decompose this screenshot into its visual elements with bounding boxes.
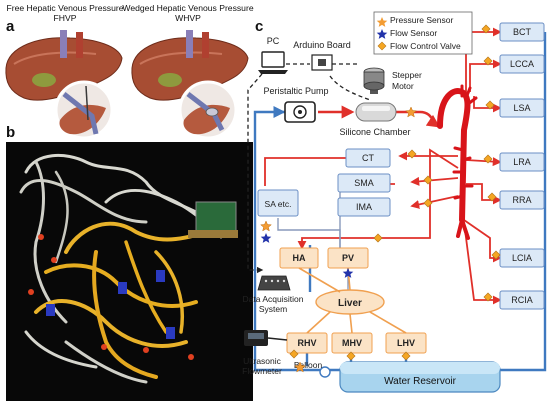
panel-label-b: b (6, 124, 16, 141)
whvp-liver-illustration (131, 30, 249, 140)
box-ima (337, 197, 391, 217)
pc-label: PC (267, 36, 280, 46)
arduino-label: Arduino Board (293, 40, 351, 50)
box-bct (499, 22, 545, 42)
stepper-label: Stepper (392, 70, 422, 80)
legend-flow-label: Flow Sensor (390, 28, 437, 38)
valve-lhv (401, 351, 411, 361)
circuit-photo-drawing (19, 153, 238, 384)
label-ct: CT (362, 153, 374, 163)
valve-lsa (485, 100, 495, 110)
control-lines (247, 63, 371, 274)
silicone-chamber-icon (355, 102, 397, 122)
legend: Pressure Sensor Flow Sensor Flow Control… (373, 11, 473, 55)
panel-label-a: a (6, 18, 15, 35)
box-lcca (499, 54, 545, 74)
peristaltic-pump-icon (284, 101, 316, 123)
valve-lcia (491, 250, 501, 260)
legend-pressure-label: Pressure Sensor (390, 15, 453, 25)
arduino-icon (311, 54, 333, 71)
box-rra (499, 190, 545, 210)
legend-valve-icon (377, 41, 387, 51)
water-reservoir: Water Reservoir (339, 361, 501, 393)
pressure-sensor-hv (294, 361, 306, 373)
valve-mhv (346, 351, 356, 361)
water-reservoir-label: Water Reservoir (384, 376, 457, 387)
box-lsa (499, 98, 545, 118)
fhvp-abbr: FHVP (53, 13, 77, 23)
label-pv: PV (342, 253, 354, 263)
balloon-shape (319, 366, 331, 378)
circuit-photo (6, 142, 253, 401)
ultrasonic-flowmeter-icon (244, 330, 288, 346)
box-sma (337, 173, 391, 193)
hepatic-labels: HA PV Liver RHV MHV LHV (293, 253, 416, 348)
valve-ha (373, 233, 383, 243)
valve-lcca (483, 56, 493, 66)
legend-flow-icon (376, 29, 388, 39)
vessel-boxes (257, 22, 545, 310)
valve-sma (423, 175, 433, 185)
pressure-sensors (260, 106, 417, 373)
box-lcia (499, 248, 545, 268)
circuit-diagram: BCT LCCA LSA LRA RRA LCIA RCIA CT SMA IM… (242, 11, 547, 393)
fhvp-liver-illustration (5, 30, 123, 140)
flow-sensors (260, 233, 354, 278)
label-rra: RRA (512, 195, 531, 205)
label-sa-etc: SA etc. (265, 199, 292, 209)
label-liver: Liver (338, 298, 362, 309)
box-ct (345, 148, 391, 168)
flow-control-valves (289, 24, 501, 361)
fhvp-caption: Free Hepatic Venous Pressure FHVP (0, 3, 130, 23)
valve-ct (407, 149, 417, 159)
label-lra: LRA (513, 157, 531, 167)
aorta (437, 84, 478, 240)
label-lcca: LCCA (510, 59, 534, 69)
label-lcia: LCIA (512, 253, 532, 263)
panel-label-c: c (255, 18, 264, 35)
ultrasonic-label-line1: Ultrasonic (243, 356, 282, 366)
legend-pressure-icon (376, 17, 388, 27)
label-bct: BCT (513, 27, 532, 37)
motor-label: Motor (392, 81, 414, 91)
fhvp-title: Free Hepatic Venous Pressure (6, 3, 124, 13)
ultrasonic-label-line2: Flowmeter (242, 366, 282, 376)
valve-rcia (483, 292, 493, 302)
daq-label-line1: Data Acquisition (243, 294, 304, 304)
valve-ima (423, 198, 433, 208)
label-ima: IMA (356, 202, 372, 212)
peristaltic-pump-label: Peristaltic Pump (263, 86, 328, 96)
valve-bct (481, 24, 491, 34)
balloon-label: Balloon (294, 360, 323, 370)
label-ha: HA (293, 253, 306, 263)
vessel-labels: BCT LCCA LSA LRA RRA LCIA RCIA CT SMA IM… (265, 27, 534, 305)
flow-sensor-pv (342, 268, 354, 278)
valve-rra (487, 192, 497, 202)
hepatic-boxes (279, 247, 427, 354)
label-rcia: RCIA (511, 295, 533, 305)
label-rhv: RHV (297, 338, 316, 348)
valve-lra (483, 154, 493, 164)
label-lsa: LSA (513, 103, 530, 113)
legend-valve-label: Flow Control Valve (390, 41, 461, 51)
label-sma: SMA (354, 178, 374, 188)
whvp-abbr: WHVP (175, 13, 201, 23)
daq-icon (257, 275, 291, 291)
daq-label-line2: System (259, 304, 287, 314)
pressure-sensor-ha (260, 220, 272, 232)
liver-illustrations (5, 30, 249, 140)
valve-rhv (289, 349, 299, 359)
whvp-title: Wedged Hepatic Venous Pressure (122, 3, 254, 13)
box-lra (499, 152, 545, 172)
flow-sensor-ha (260, 233, 272, 243)
pressure-sensor-aorta (405, 106, 417, 118)
label-mhv: MHV (342, 338, 362, 348)
pc-icon (258, 51, 288, 74)
box-rcia (499, 290, 545, 310)
silicone-chamber-label: Silicone Chamber (339, 127, 410, 137)
label-lhv: LHV (397, 338, 415, 348)
box-sa-etc (257, 189, 299, 217)
whvp-caption: Wedged Hepatic Venous Pressure WHVP (118, 3, 258, 23)
stepper-motor-icon (363, 67, 385, 94)
